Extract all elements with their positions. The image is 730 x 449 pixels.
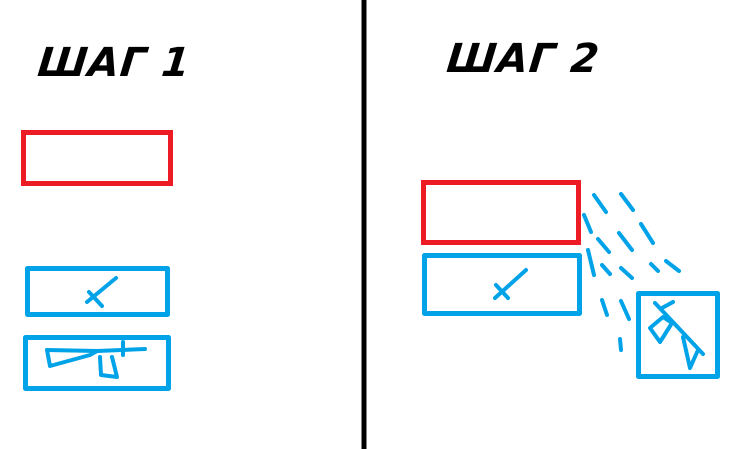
knife-icon-step-2 (493, 268, 528, 300)
step-1-empty-slot (21, 130, 173, 186)
step-1-rifle-slot (23, 335, 171, 391)
dropped-rifle-box (636, 291, 720, 379)
rifle-icon (45, 340, 147, 379)
step-1-knife-slot (25, 266, 170, 317)
step-2-knife-slot (422, 253, 582, 316)
step-2-empty-slot (421, 180, 581, 245)
dropped-rifle-icon (648, 300, 705, 370)
motion-lines (582, 192, 681, 352)
knife-icon (85, 276, 118, 308)
